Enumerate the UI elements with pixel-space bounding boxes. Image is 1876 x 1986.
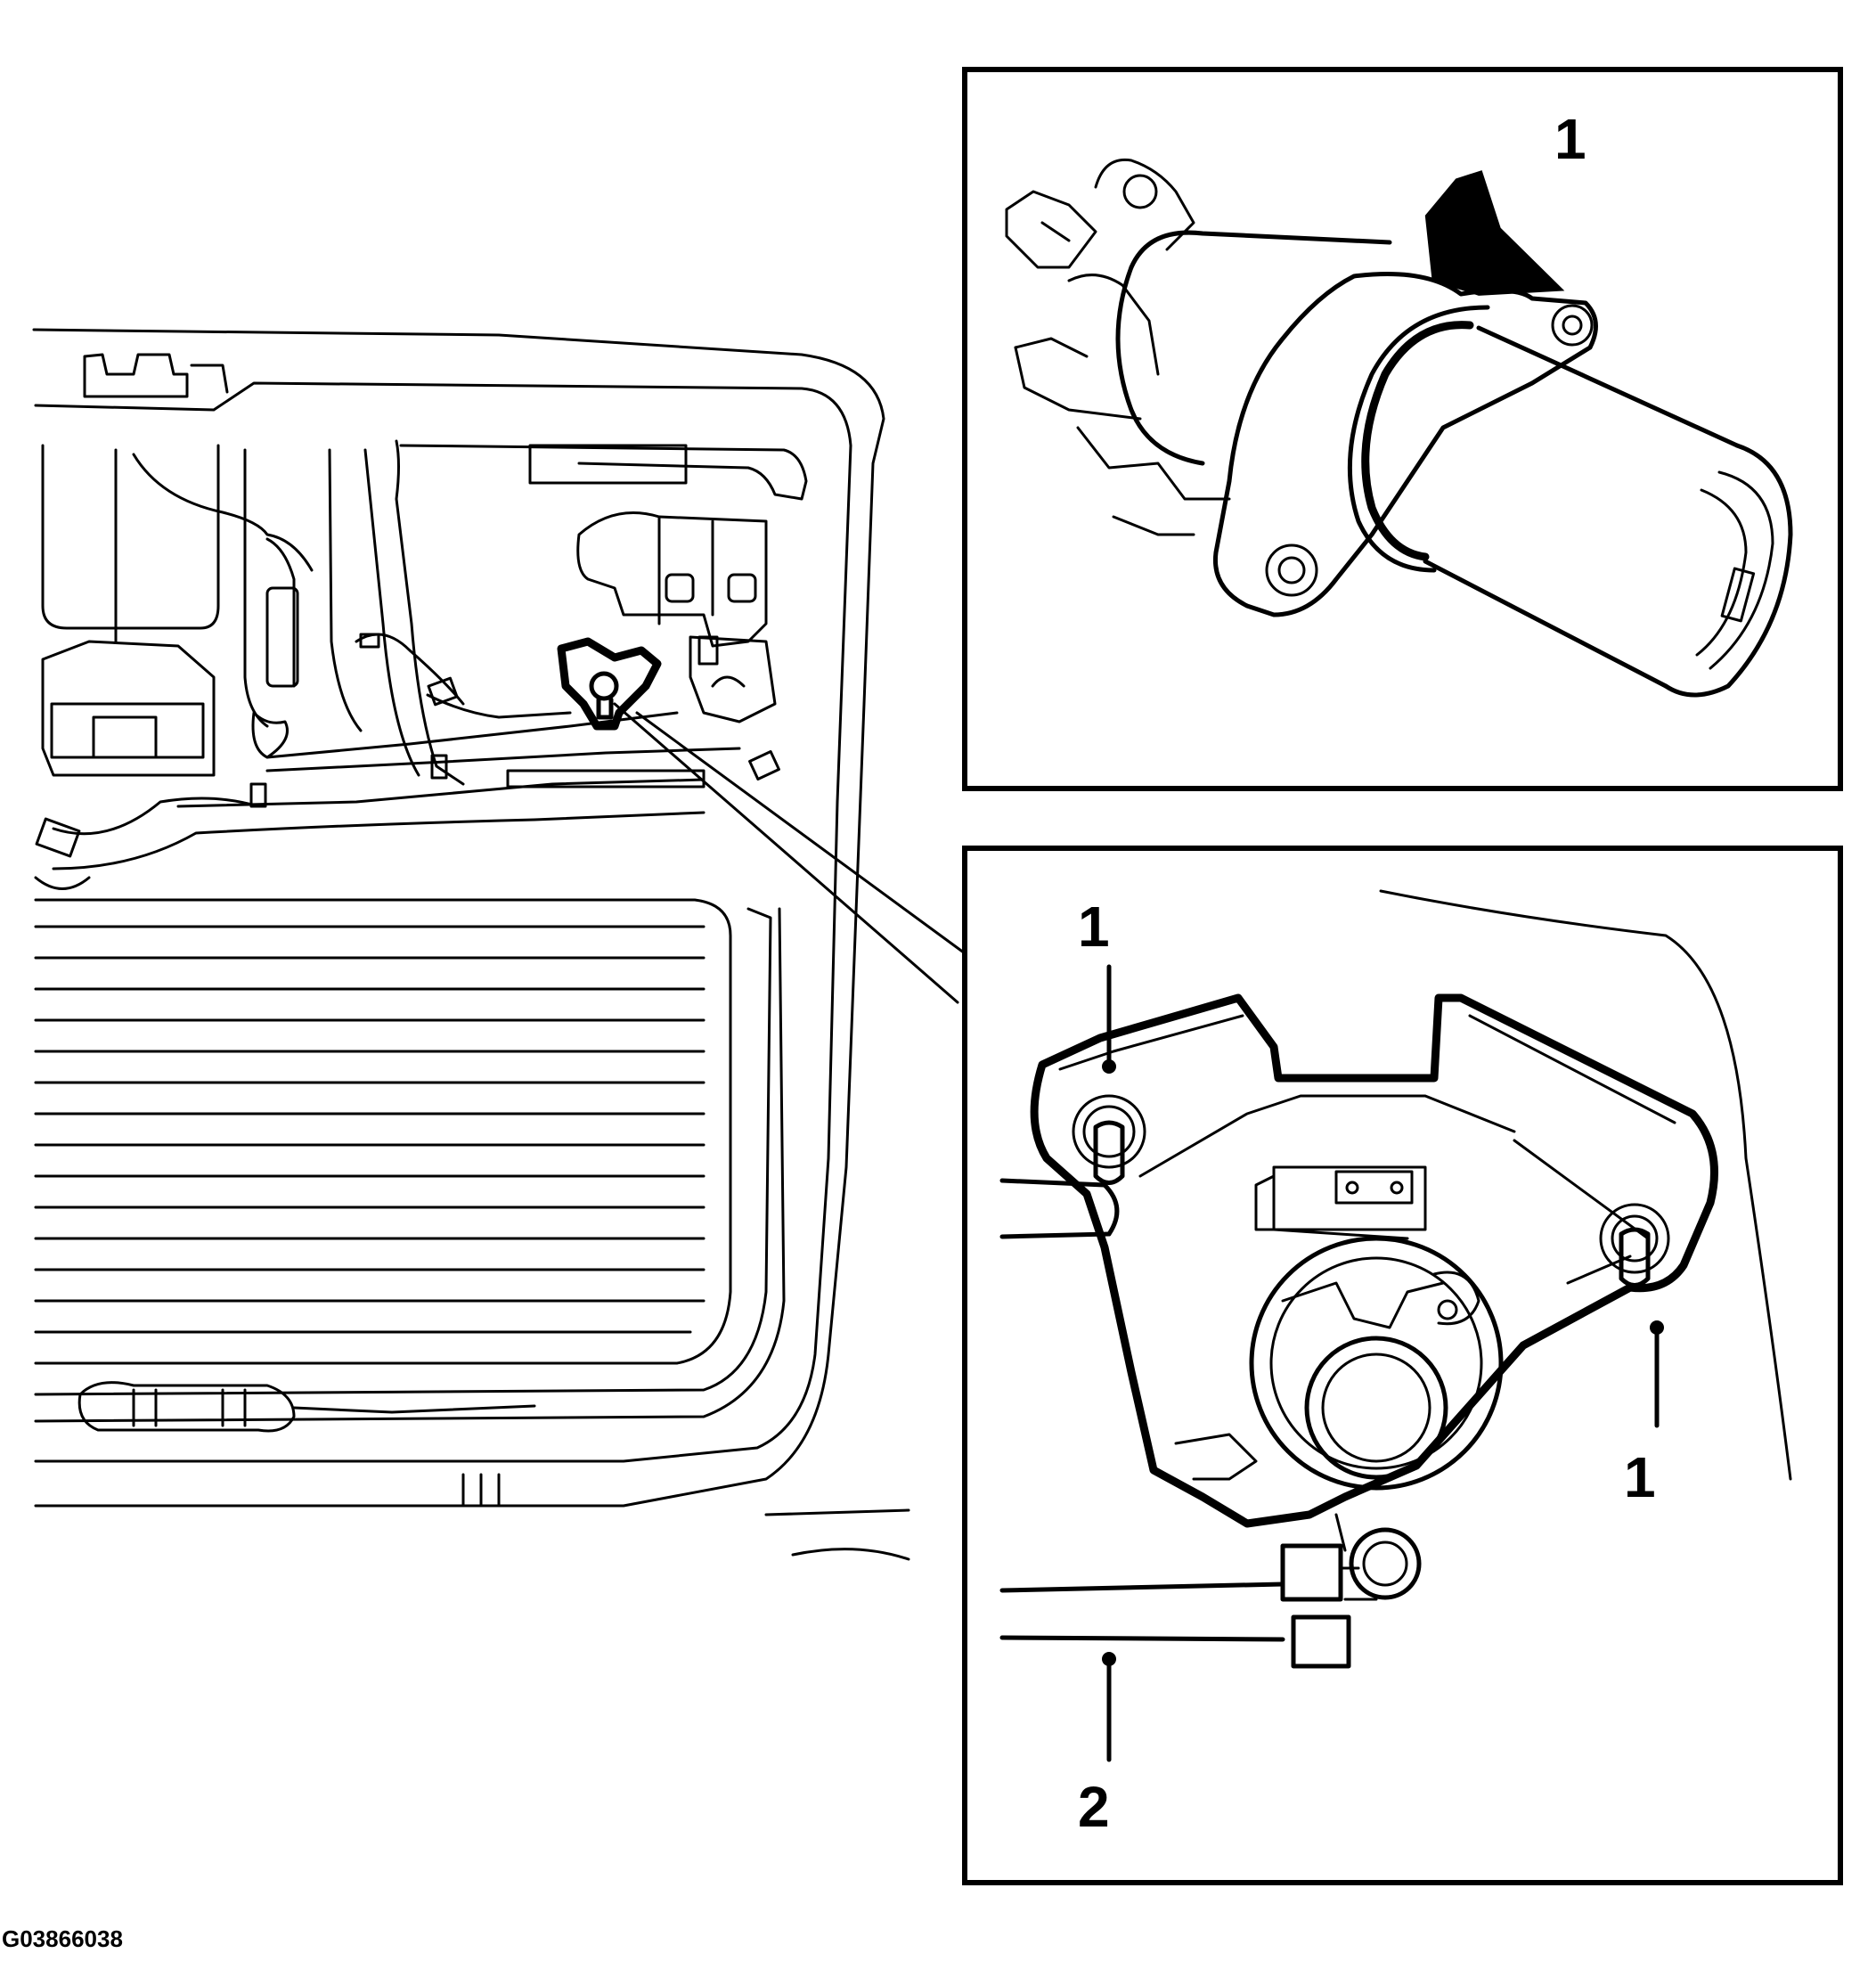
inset-mounting-detail: 1 1 2 bbox=[962, 846, 1843, 1885]
inset-bottom-frame bbox=[962, 846, 1843, 1885]
actuator-body bbox=[1174, 1236, 1504, 1491]
direction-arrow bbox=[1424, 170, 1565, 296]
figure-id: G03866038 bbox=[2, 1925, 123, 1952]
left-module bbox=[41, 448, 216, 777]
cable-clip bbox=[999, 1513, 1422, 1669]
inset-top-callout: 1 bbox=[1554, 107, 1586, 171]
inset-top-frame bbox=[962, 67, 1843, 791]
actuator-location bbox=[557, 637, 662, 731]
mounting-bolt-left bbox=[1072, 1094, 1146, 1185]
mounting-bolt-right bbox=[1599, 1203, 1670, 1287]
callout-bolt-left: 1 bbox=[1078, 895, 1110, 959]
o-ring-seal bbox=[1347, 305, 1490, 573]
callout-bolt-right: 1 bbox=[1624, 1445, 1656, 1509]
top-clip bbox=[83, 353, 229, 398]
window-louvers bbox=[34, 898, 786, 1423]
mounting-flange bbox=[1212, 272, 1598, 617]
latch-bracket bbox=[576, 511, 777, 723]
main-panel-view bbox=[32, 328, 973, 1561]
callout-leaders bbox=[1102, 964, 1664, 1762]
inset-actuator-detail: 1 bbox=[962, 67, 1843, 791]
actuator-bracket bbox=[1030, 993, 1718, 1528]
callout-cable: 2 bbox=[1078, 1775, 1110, 1839]
